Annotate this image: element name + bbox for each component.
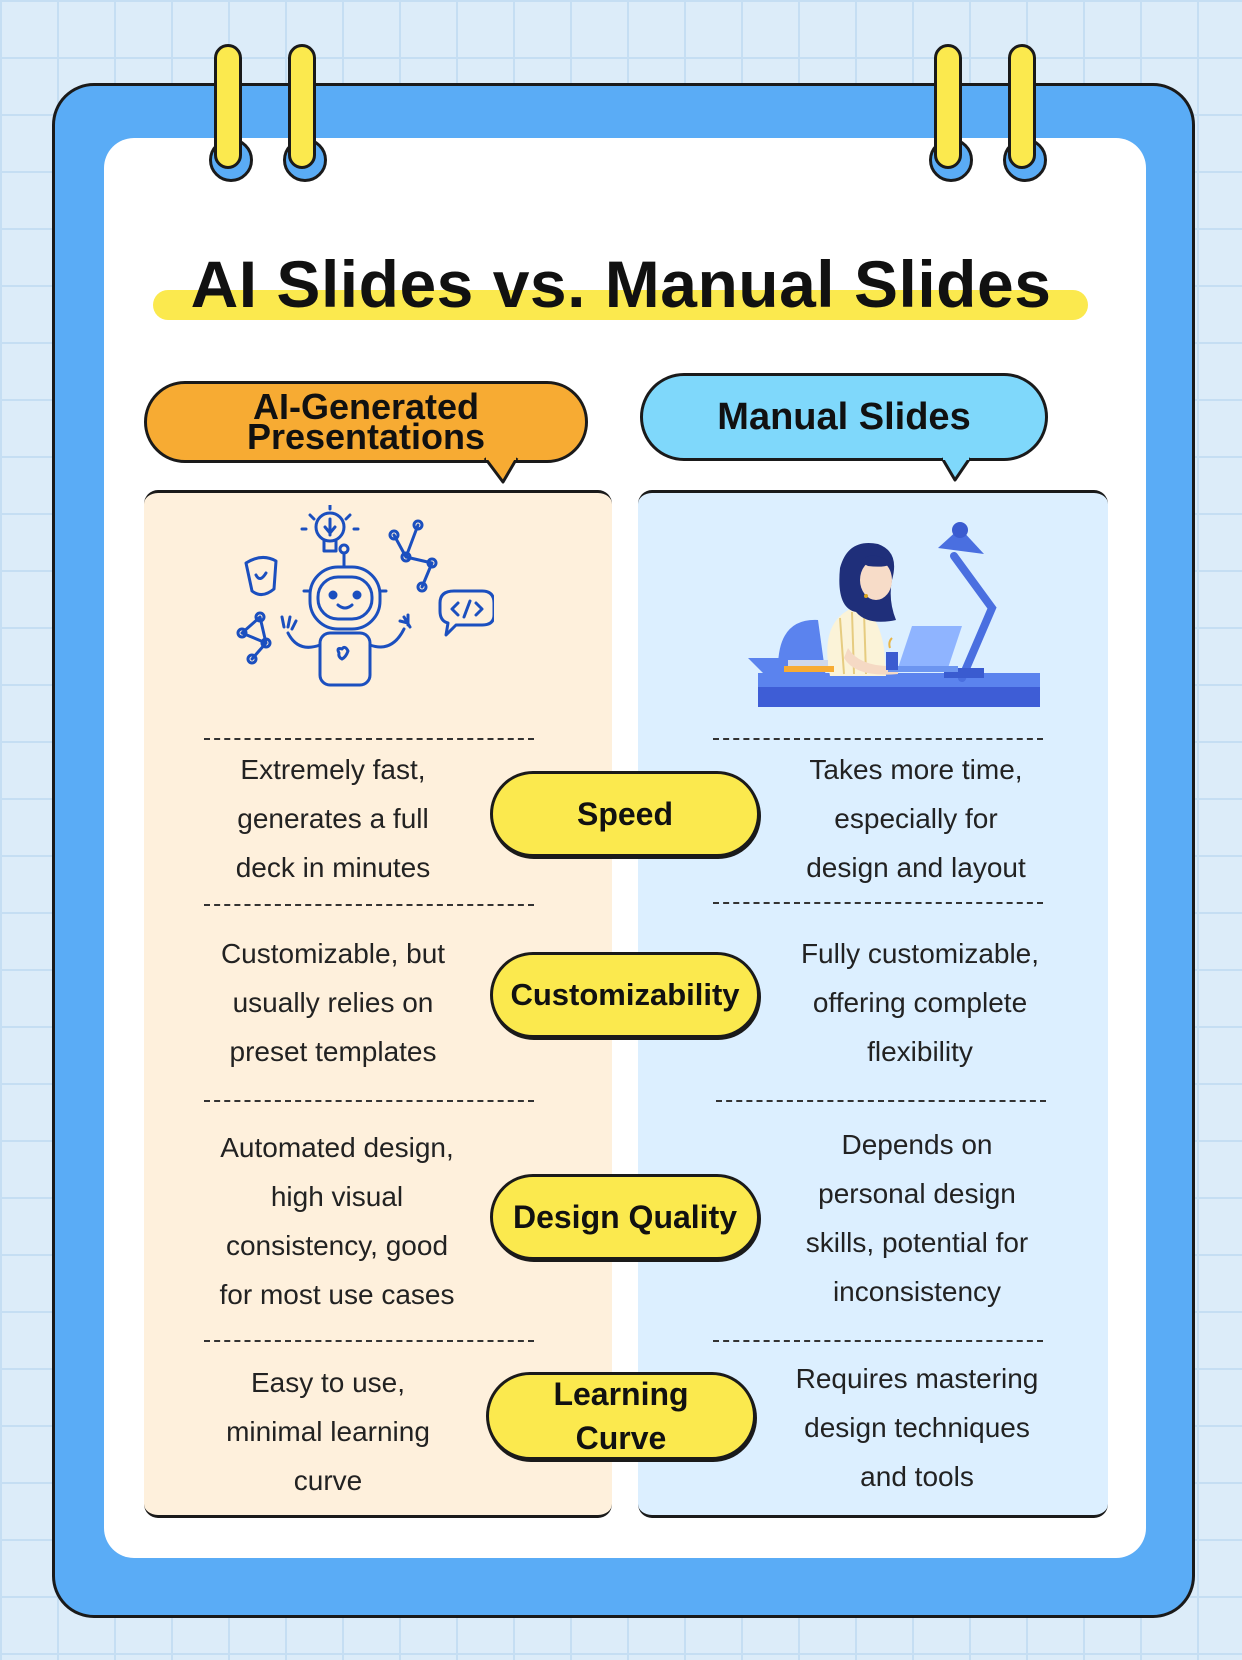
binder-ring-icon: [281, 44, 331, 184]
criterion-pill-design-quality: Design Quality: [490, 1174, 760, 1260]
manual-bubble-tail: [940, 456, 972, 482]
binder-ring-icon: [207, 44, 257, 184]
row-divider: [204, 1340, 534, 1342]
title-highlight: [153, 290, 1088, 320]
ai-learning-curve-text: Easy to use, minimal learning curve: [226, 1367, 430, 1496]
ai-speed-text: Extremely fast, generates a full deck in…: [235, 754, 431, 883]
row-divider: [713, 1340, 1043, 1342]
binder-ring-icon: [927, 44, 977, 184]
manual-speed-text: Takes more time, especially for design a…: [806, 754, 1026, 883]
ai-design-quality-text: Automated design, high visual consistenc…: [219, 1132, 455, 1310]
criterion-pill-speed: Speed: [490, 771, 760, 857]
manual-learning-curve-text: Requires mastering design techniques and…: [795, 1363, 1039, 1492]
row-divider: [204, 738, 534, 740]
robot-doodle-icon: [236, 505, 494, 687]
criterion-pill-learning-curve: Learning Curve: [486, 1372, 756, 1460]
ai-header-label: AI-Generated Presentations: [246, 386, 486, 457]
manual-header-bubble: Manual Slides: [640, 373, 1048, 461]
row-divider: [713, 738, 1043, 740]
ai-customizability-text: Customizable, but usually relies on pres…: [220, 938, 446, 1067]
row-divider: [716, 1100, 1046, 1102]
criterion-pill-customizability: Customizability: [490, 952, 760, 1038]
ai-header-bubble: AI-Generated Presentations: [144, 381, 588, 463]
manual-customizability-text: Fully customizable, offering complete fl…: [800, 938, 1040, 1067]
row-divider: [204, 904, 534, 906]
row-divider: [204, 1100, 534, 1102]
row-divider: [713, 902, 1043, 904]
manual-design-quality-text: Depends on personal design skills, poten…: [805, 1129, 1029, 1307]
page-title: AI Slides vs. Manual Slides: [190, 247, 1052, 321]
binder-ring-icon: [1001, 44, 1051, 184]
ai-bubble-tail: [483, 456, 519, 484]
woman-at-desk-illustration: [748, 522, 1040, 707]
manual-header-label: Manual Slides: [717, 395, 971, 438]
